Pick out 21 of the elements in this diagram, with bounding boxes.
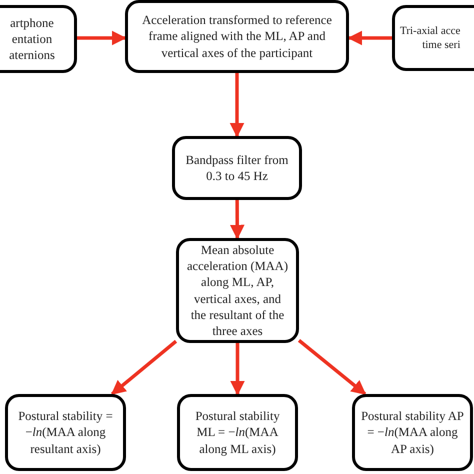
process-box — [352, 394, 473, 471]
process-box — [172, 136, 302, 200]
arrow — [230, 343, 245, 396]
box-text: artphone entation aternions — [8, 14, 56, 64]
arrow — [230, 200, 245, 240]
process-box — [176, 238, 299, 343]
arrow — [230, 73, 244, 138]
process-box — [177, 394, 298, 471]
arrow — [77, 30, 126, 46]
arrow — [298, 339, 366, 396]
box-text: Tri-axial acce time seri — [400, 24, 460, 52]
box-text: Postural stability ML = −ln(MAA along ML axis) — [194, 408, 281, 457]
arrow — [111, 340, 178, 396]
box-text: Acceleration transformed to reference frame aligned with the ML, AP and vertical axes of the participant — [141, 12, 333, 61]
process-box — [125, 0, 349, 73]
arrow — [348, 30, 392, 46]
box-text: Mean absolute acceleration (MAA) along ML, AP, vertical axes, and the resultant of the three axes — [186, 242, 289, 340]
process-box — [5, 394, 126, 471]
box-text: Postural stability AP = −ln(MAA along AP axis) — [361, 408, 464, 457]
box-text: Postural stability = −ln(MAA along resultant axis) — [17, 408, 114, 457]
box-text: Bandpass filter from 0.3 to 45 Hz — [184, 152, 290, 184]
